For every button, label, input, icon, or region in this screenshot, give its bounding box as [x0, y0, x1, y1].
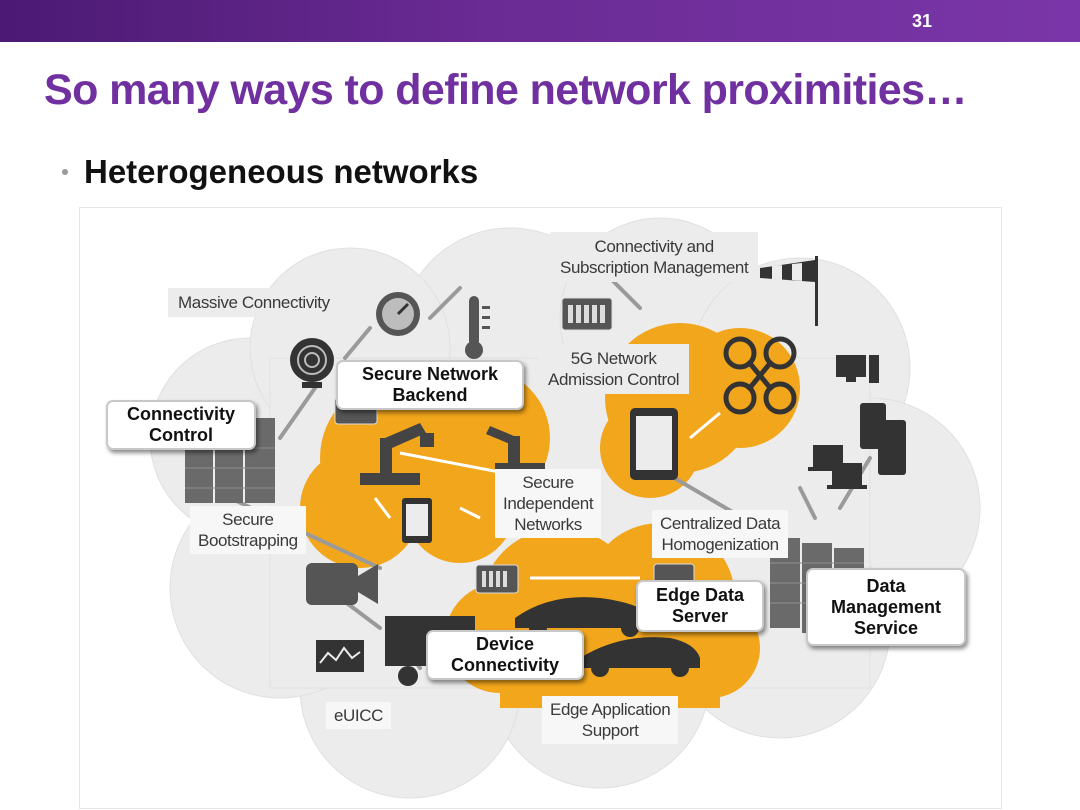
box-data-management-service: Data Management Service	[806, 568, 966, 646]
box-secure-network-backend: Secure Network Backend	[336, 360, 524, 410]
slide-title: So many ways to define network proximiti…	[44, 66, 967, 114]
tablet-icon	[630, 408, 678, 480]
video-camera-icon	[306, 563, 378, 605]
bullet-text: Heterogeneous networks	[84, 153, 479, 190]
thermometer-icon	[465, 296, 490, 359]
label-secure-bootstrapping: Secure Bootstrapping	[190, 506, 306, 554]
gauge-icon	[376, 292, 420, 336]
monitor-icon	[316, 640, 364, 672]
laptop-icon	[808, 445, 867, 489]
slide-number: 31	[911, 11, 932, 31]
windsock-icon	[760, 256, 818, 326]
chip-icon-slots	[482, 305, 605, 587]
drone-icon	[723, 336, 797, 415]
speaker-icon	[290, 338, 334, 388]
label-edge-application-support: Edge Application Support	[542, 696, 679, 744]
label-secure-independent-networks: Secure Independent Networks	[495, 469, 602, 538]
label-euicc: eUICC	[326, 702, 392, 729]
smartphone-icon	[860, 403, 906, 475]
label-connectivity-subscription: Connectivity and Subscription Management	[550, 232, 759, 282]
label-massive-connectivity: Massive Connectivity	[168, 288, 340, 317]
bullet-dot-icon	[62, 169, 68, 175]
box-edge-data-server: Edge Data Server	[636, 580, 764, 632]
desktop-icon	[836, 355, 879, 383]
top-banner	[0, 0, 1080, 42]
phone-icon	[402, 498, 432, 543]
label-5g-admission-control: 5G Network Admission Control	[538, 344, 690, 394]
network-diagram: Connectivity and Subscription Management…	[79, 207, 1002, 809]
box-connectivity-control: Connectivity Control	[106, 400, 256, 450]
bullet-item: Heterogeneous networks	[62, 152, 478, 192]
box-device-connectivity: Device Connectivity	[426, 630, 584, 680]
label-centralized-data: Centralized Data Homogenization	[652, 510, 789, 558]
